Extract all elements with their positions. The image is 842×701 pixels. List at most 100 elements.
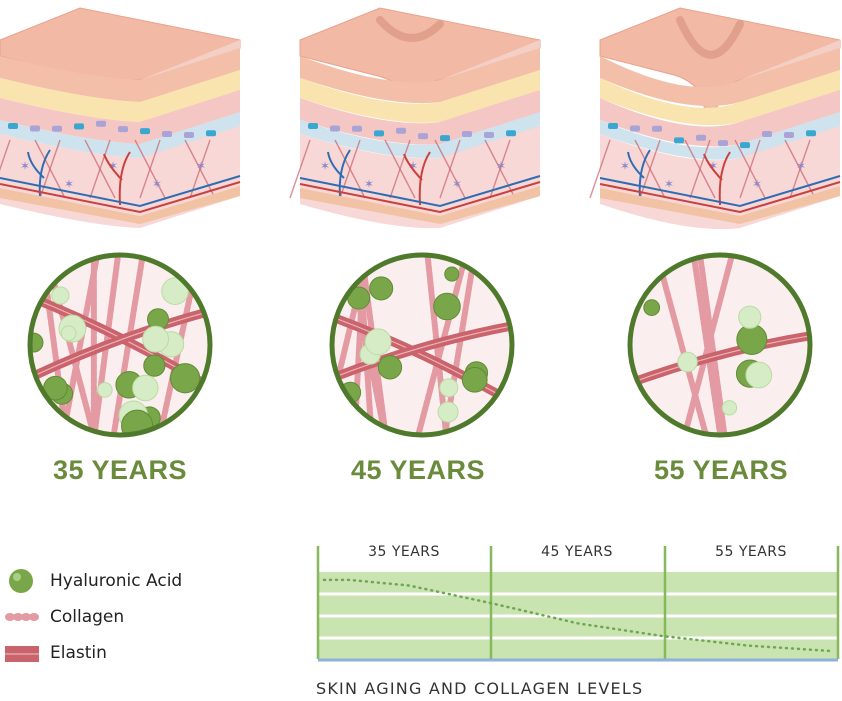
- vein: [27, 149, 51, 199]
- subcutaneous-layer: [300, 186, 540, 224]
- hyaluronic-sphere: [377, 355, 403, 380]
- dermis-fiber: [439, 139, 461, 199]
- hyaluronic-sphere: [364, 328, 392, 356]
- chart-title: SKIN AGING AND COLLAGEN LEVELS: [316, 679, 644, 698]
- elastin-star-icon: ✶: [664, 177, 674, 191]
- elastin-star-icon: ✶: [108, 159, 118, 173]
- dermis-fiber: [389, 139, 411, 199]
- dermis-fiber: [489, 139, 511, 199]
- elastin-band-highlight: [332, 314, 512, 406]
- dermis-fiber: [189, 139, 211, 199]
- age-label-35: 35 YEARS: [52, 455, 188, 485]
- hyaluronic-sphere: [60, 325, 77, 342]
- elastin-icon: [5, 646, 39, 662]
- wrinkle-fold: [676, 16, 744, 59]
- hyaluronic-sphere: [439, 378, 459, 398]
- hyaluronic-sphere: [433, 292, 461, 321]
- basal-cell: [418, 133, 428, 140]
- skin-layer: [0, 70, 240, 122]
- skin-block-45: ✶✶✶✶✶: [289, 7, 541, 229]
- skin-layer: [0, 48, 240, 102]
- elastin-star-icon: ✶: [452, 177, 462, 191]
- basal-cell: [330, 125, 340, 132]
- collagen-bead: [29, 613, 39, 621]
- vessel-line-blue: [299, 175, 541, 208]
- magnified-view-45: [329, 252, 515, 438]
- elastin-star-icon: ✶: [152, 177, 162, 191]
- collagen-bead: [13, 613, 23, 621]
- skin-layer: [600, 70, 840, 126]
- vein: [327, 149, 351, 199]
- magnified-content: [30, 255, 210, 435]
- basal-cell: [674, 137, 684, 144]
- collagen-icon: [5, 613, 39, 621]
- elastin-star-icon: ✶: [796, 159, 806, 173]
- basal-cell: [396, 127, 406, 134]
- dermis-fiber: [639, 139, 661, 199]
- elastin-band-highlight: [332, 324, 512, 381]
- basal-cell: [374, 130, 384, 137]
- skin-layer: [300, 112, 540, 159]
- basal-cell: [52, 125, 62, 132]
- hyaluronic-sphere: [170, 363, 201, 394]
- hyaluronic-sphere: [30, 332, 44, 353]
- basal-cell: [118, 126, 128, 133]
- basal-cell: [696, 134, 706, 141]
- wrinkle-fold: [376, 16, 444, 42]
- basal-cell: [74, 123, 84, 130]
- hyaluronic-sphere: [437, 401, 459, 423]
- legend-collagen: Collagen: [50, 607, 125, 627]
- dermis-fiber: [89, 139, 111, 199]
- hyaluronic-sphere: [369, 276, 394, 301]
- hyaluronic-sphere: [132, 374, 159, 402]
- elastin-star-icon: ✶: [20, 159, 30, 173]
- basal-cell: [806, 130, 816, 137]
- basal-cell: [608, 123, 618, 129]
- basal-cell: [762, 130, 772, 137]
- magnified-background: [630, 255, 810, 435]
- hyaluronic-sphere: [444, 266, 460, 282]
- artery: [703, 151, 731, 206]
- skin-layer: [300, 70, 540, 123]
- elastin-star-icon: ✶: [708, 159, 718, 173]
- hyaluronic-sphere: [643, 299, 661, 317]
- dermis-fiber: [39, 139, 61, 199]
- basal-cell: [96, 120, 106, 127]
- dermis-fiber: [289, 139, 311, 199]
- basal-cell: [652, 125, 662, 132]
- dermis-fiber: [739, 139, 761, 199]
- elastin-star-icon: ✶: [196, 159, 206, 173]
- collagen-strand: [695, 255, 729, 435]
- hyaluronic-sphere: [721, 400, 738, 416]
- basal-cell: [30, 125, 40, 132]
- elastin-star-icon: ✶: [64, 177, 74, 191]
- chart-column-label-45: 45 YEARS: [541, 544, 613, 560]
- magnified-view-55: [627, 252, 813, 438]
- vessel-line-red: [599, 181, 841, 214]
- skin-layer: [600, 90, 840, 147]
- elastin-star-icon: ✶: [320, 159, 330, 173]
- vein: [627, 149, 651, 199]
- skin-block-35: ✶ ✶ ✶ ✶ ✶: [0, 7, 241, 228]
- chart-column-label-35: 35 YEARS: [368, 544, 440, 560]
- legend-elastin: Elastin: [50, 643, 107, 663]
- dermis-fiber: [139, 139, 161, 199]
- skin-layer: [0, 112, 240, 158]
- collagen-bead: [5, 613, 15, 621]
- legend-hyaluronic-acid: Hyaluronic Acid: [50, 571, 183, 591]
- skin-block-55: ✶✶✶✶✶: [589, 7, 841, 230]
- magnified-border: [329, 252, 515, 438]
- basal-cell: [462, 130, 472, 137]
- magnified-content: [630, 255, 810, 435]
- basal-cell: [206, 130, 216, 137]
- hyaluronic-sphere: [161, 277, 189, 305]
- artery: [403, 151, 431, 206]
- basal-cell: [784, 131, 794, 138]
- subcutaneous-layer: [600, 186, 840, 224]
- basal-cell: [630, 125, 640, 132]
- hyaluronic-sphere: [142, 325, 170, 353]
- hyaluronic-acid-icon-highlight: [13, 573, 21, 581]
- chart-column-label-55: 55 YEARS: [715, 544, 787, 560]
- elastin-band-highlight: [630, 334, 810, 386]
- skin-layer: [600, 112, 840, 160]
